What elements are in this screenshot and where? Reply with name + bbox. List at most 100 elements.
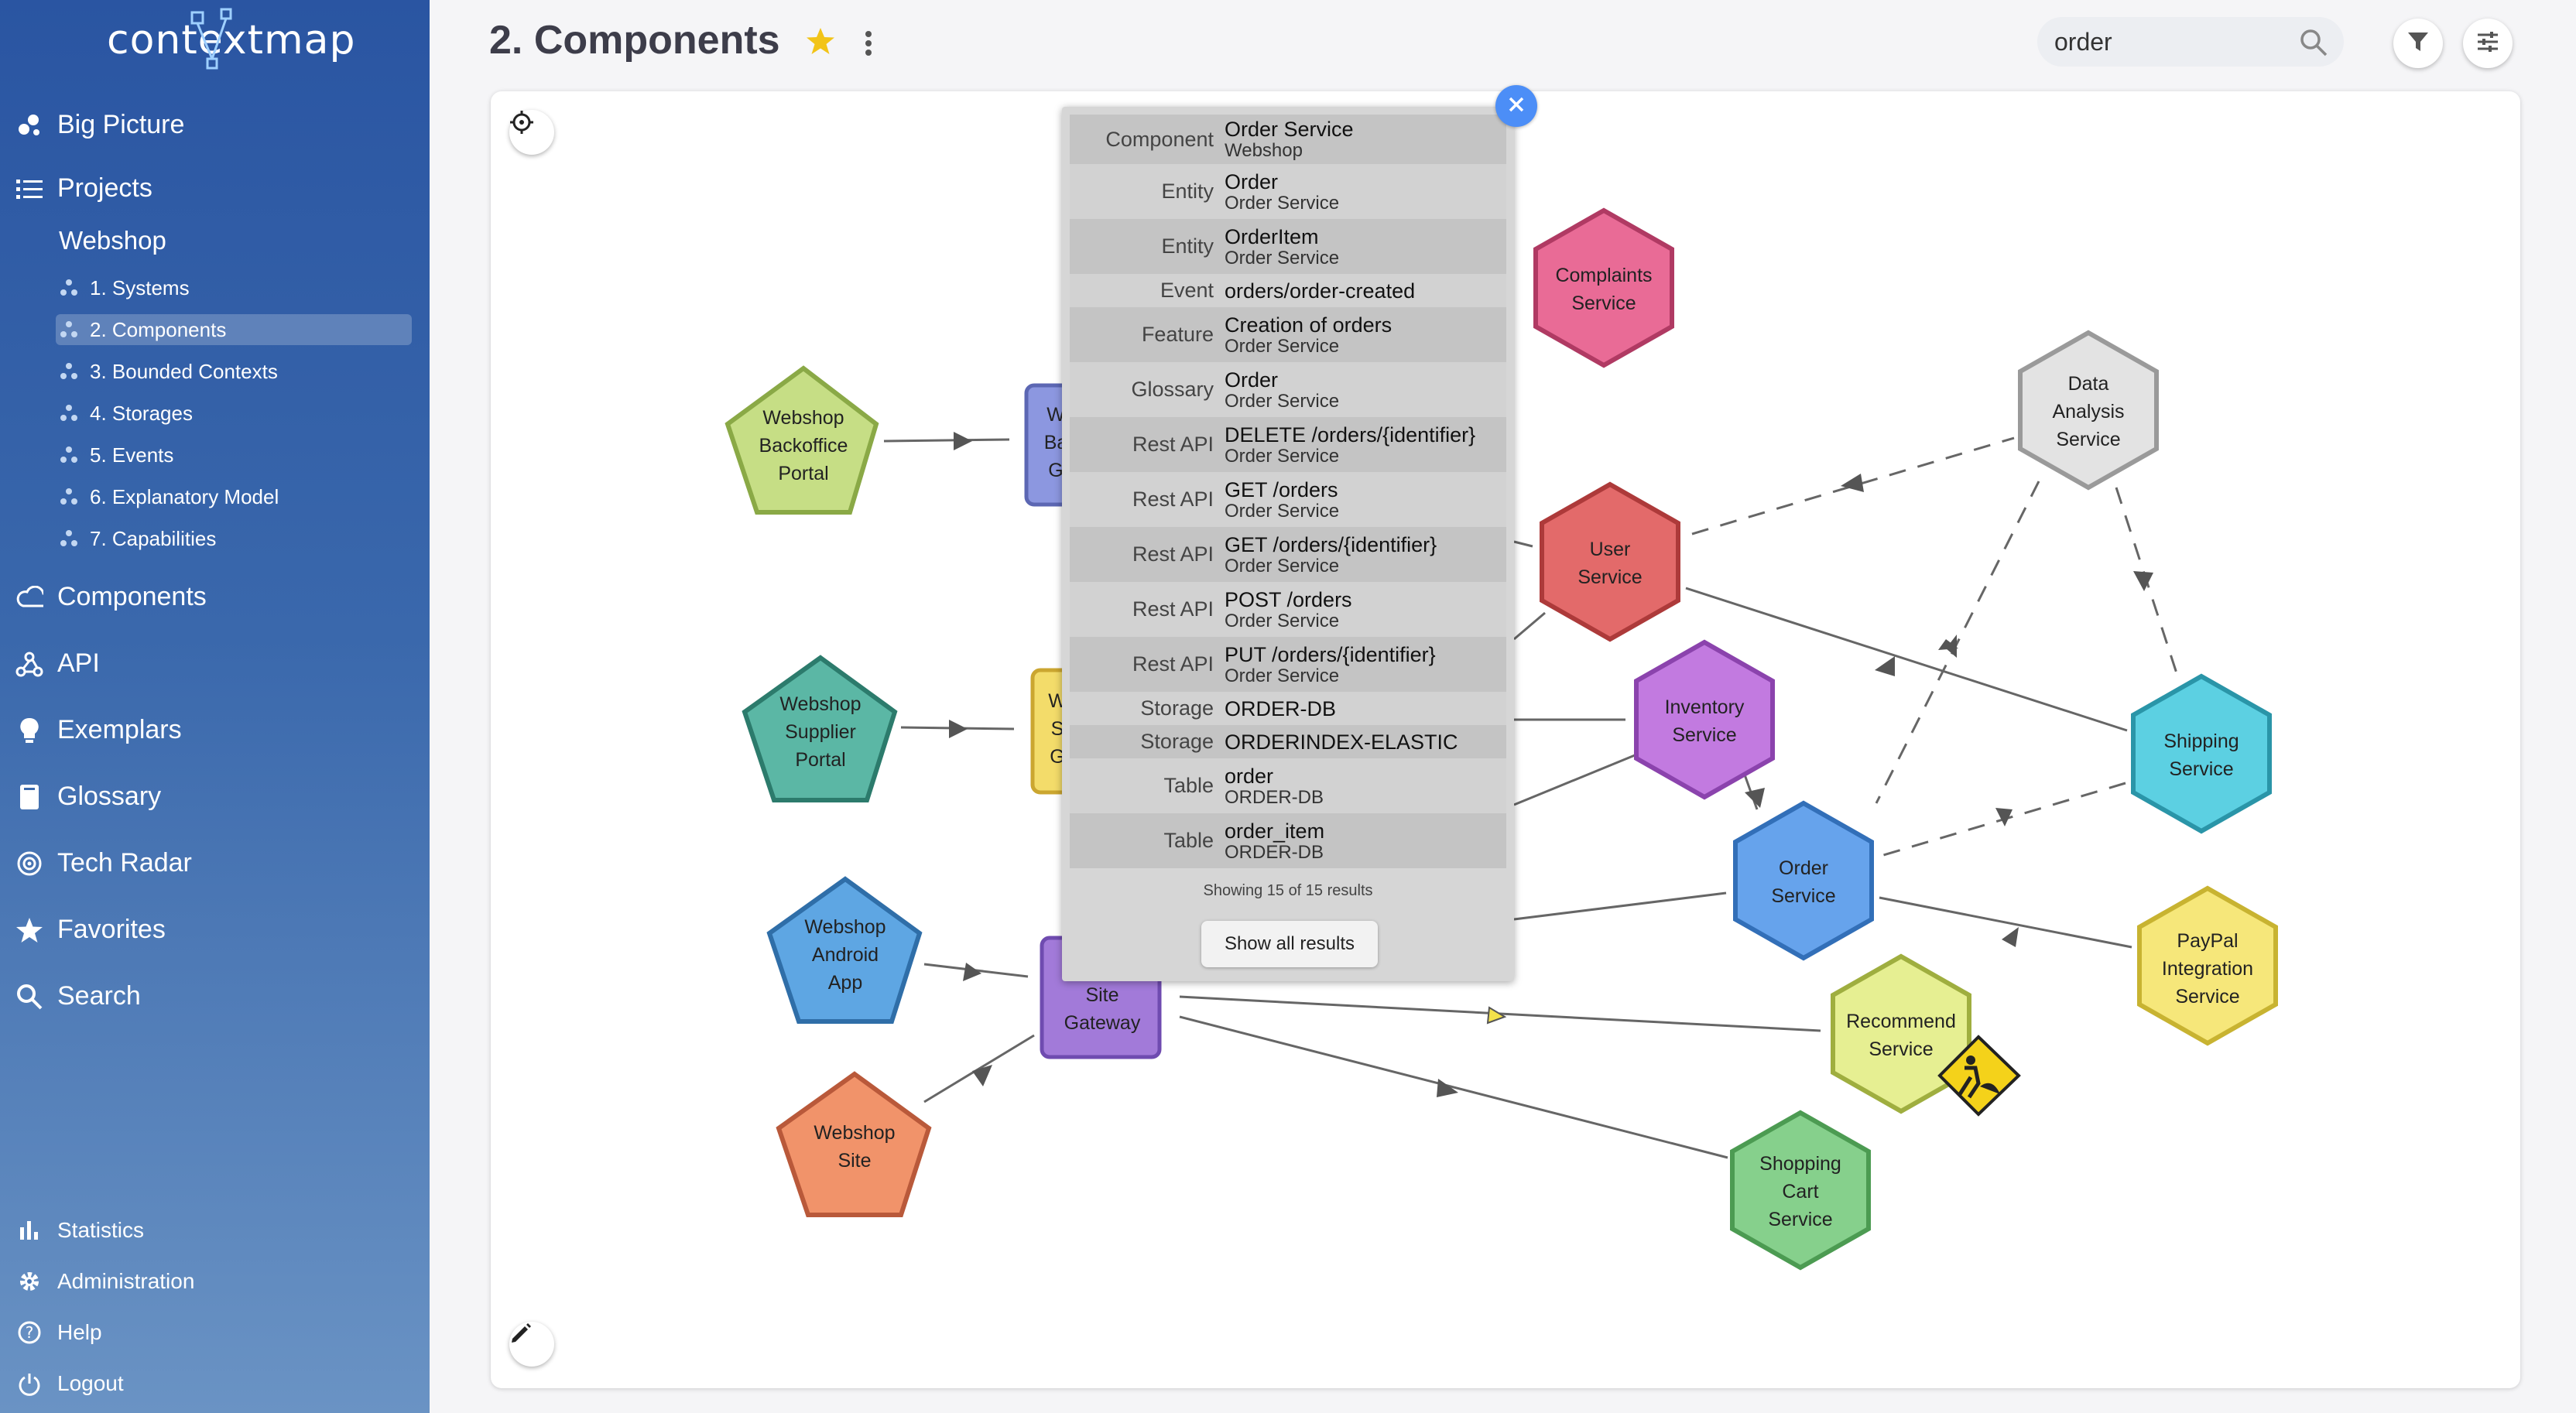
result-kind: Storage xyxy=(1140,730,1214,753)
node-label: Analysis xyxy=(2052,401,2124,423)
result-kind: Rest API xyxy=(1132,542,1214,566)
nav-tech-radar[interactable]: Tech Radar xyxy=(15,848,192,878)
result-kind: Component xyxy=(1105,127,1214,151)
result-parent: Order Service xyxy=(1225,390,1340,412)
project-item-systems[interactable]: 1. Systems xyxy=(56,272,412,303)
node-label: Gateway xyxy=(1064,1012,1141,1034)
nav-help[interactable]: ? Help xyxy=(15,1319,102,1346)
page-title: 2. Components xyxy=(489,18,780,63)
nav-big-picture[interactable]: Big Picture xyxy=(15,110,184,140)
favorite-star-icon[interactable] xyxy=(805,26,836,60)
nav-projects[interactable]: Projects xyxy=(15,173,152,204)
project-item-storages[interactable]: 4. Storages xyxy=(56,398,412,429)
nodes-icon xyxy=(56,529,82,548)
paypal-integration-service-node xyxy=(2137,885,2278,1046)
nav-search[interactable]: Search xyxy=(15,981,141,1011)
project-item-bounded-contexts[interactable]: 3. Bounded Contexts xyxy=(56,356,412,387)
inventory-service-node xyxy=(1634,639,1775,800)
nodes-icon xyxy=(56,279,82,297)
node-label: Android xyxy=(812,944,879,966)
result-name: Order Service xyxy=(1225,118,1354,141)
result-row[interactable]: Rest API DELETE /orders/{identifier}Orde… xyxy=(1070,417,1506,472)
project-item-components[interactable]: 2. Components xyxy=(56,314,412,345)
recenter-button[interactable] xyxy=(509,110,554,155)
nav-glossary[interactable]: Glossary xyxy=(15,782,161,812)
nav-api[interactable]: API xyxy=(15,648,100,679)
show-all-results-button[interactable]: Show all results xyxy=(1201,921,1378,967)
app-logo[interactable]: contextmap xyxy=(107,17,356,63)
result-parent: ORDER-DB xyxy=(1225,841,1324,863)
nav-label: Favorites xyxy=(57,915,166,944)
result-parent: Order Service xyxy=(1225,445,1340,467)
nav-administration[interactable]: Administration xyxy=(15,1268,194,1295)
nav-logout[interactable]: Logout xyxy=(15,1370,124,1398)
svg-text:?: ? xyxy=(26,1323,34,1342)
result-name: orders/order-created xyxy=(1225,279,1416,303)
project-webshop[interactable]: Webshop xyxy=(59,226,166,255)
nav-statistics[interactable]: Statistics xyxy=(15,1216,144,1244)
result-row[interactable]: Storage ORDER-DB xyxy=(1070,692,1506,725)
search-input[interactable] xyxy=(2053,26,2288,57)
nodes-icon xyxy=(56,320,82,339)
node-label: Service xyxy=(1768,1209,1832,1230)
nav-exemplars[interactable]: Exemplars xyxy=(15,715,182,745)
nav-label: API xyxy=(57,648,100,678)
result-kind: Rest API xyxy=(1132,488,1214,511)
result-name: POST /orders xyxy=(1225,587,1352,611)
project-item-events[interactable]: 5. Events xyxy=(56,440,412,470)
result-name: ORDERINDEX-ELASTIC xyxy=(1225,730,1458,754)
project-item-explanatory-model[interactable]: 6. Explanatory Model xyxy=(56,481,412,512)
result-name: order_item xyxy=(1225,819,1325,843)
result-kind: Table xyxy=(1163,774,1214,797)
node-label: Service xyxy=(2169,758,2233,780)
project-item-capabilities[interactable]: 7. Capabilities xyxy=(56,523,412,554)
complaints-service-node xyxy=(1533,207,1674,368)
node-label: Service xyxy=(2056,429,2120,450)
under-construction-icon xyxy=(1937,1035,2021,1117)
diagram-canvas[interactable]: W Ba G W S G Site Gateway Webshop Backof… xyxy=(491,91,2520,1388)
result-row[interactable]: Rest API PUT /orders/{identifier}Order S… xyxy=(1070,637,1506,692)
result-name: Creation of orders xyxy=(1225,313,1392,337)
nav-label: Projects xyxy=(57,173,152,203)
result-row[interactable]: Event orders/order-created xyxy=(1070,274,1506,307)
shopping-cart-service-node xyxy=(1730,1110,1871,1271)
popup-close-button[interactable] xyxy=(1495,85,1537,127)
result-kind: Storage xyxy=(1140,696,1214,720)
project-item-label: 1. Systems xyxy=(90,275,190,299)
settings-button[interactable] xyxy=(2463,19,2513,68)
result-kind: Entity xyxy=(1161,180,1214,203)
node-label: Service xyxy=(1577,566,1642,588)
nav-favorites[interactable]: Favorites xyxy=(15,915,166,945)
book-icon xyxy=(15,783,43,811)
search-icon[interactable] xyxy=(2299,28,2328,61)
diagram-edges xyxy=(883,436,2180,1159)
result-name: order xyxy=(1225,764,1274,788)
node-label: Portal xyxy=(778,463,828,484)
node-label: Site xyxy=(838,1150,871,1172)
edit-button[interactable] xyxy=(509,1322,554,1367)
filter-button[interactable] xyxy=(2393,19,2443,68)
result-kind: Entity xyxy=(1161,234,1214,258)
nodes-icon xyxy=(56,362,82,381)
node-label: Data xyxy=(2068,373,2109,395)
more-options-icon[interactable] xyxy=(861,28,876,63)
search-field[interactable] xyxy=(2037,17,2344,67)
result-parent: Order Service xyxy=(1225,247,1340,269)
result-row[interactable]: Rest API GET /orders/{identifier}Order S… xyxy=(1070,527,1506,582)
result-row[interactable]: Storage ORDERINDEX-ELASTIC xyxy=(1070,725,1506,758)
node-label: Webshop xyxy=(779,693,861,715)
nav-components[interactable]: Components xyxy=(15,582,207,612)
node-label: Service xyxy=(1571,293,1636,314)
cloud-icon xyxy=(15,583,43,611)
project-item-label: 4. Storages xyxy=(90,401,193,425)
nav-label: Logout xyxy=(57,1371,124,1395)
